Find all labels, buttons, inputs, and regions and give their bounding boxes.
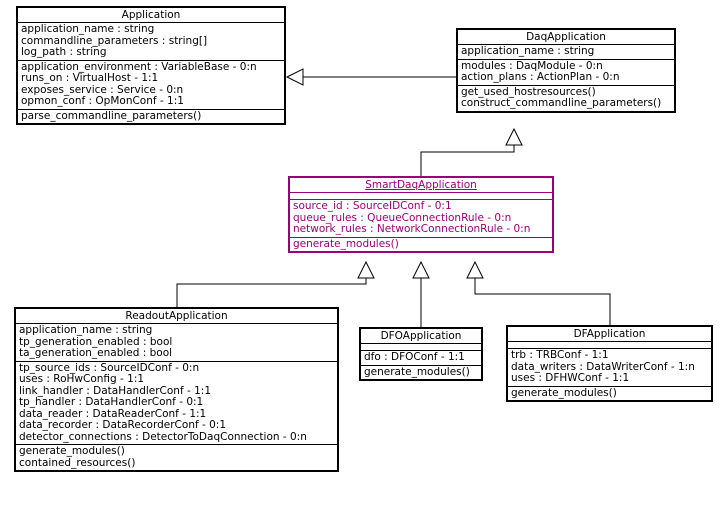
- class-dfo-application: DFOApplication dfo : DFOConf - 1:1 gener…: [359, 327, 483, 381]
- methods: parse_commandline_parameters(): [18, 110, 284, 124]
- member-row: tp_generation_enabled : bool: [19, 335, 173, 348]
- member-row: tp_source_ids : SourceIDConf - 0:n: [19, 361, 200, 374]
- class-name: ReadoutApplication: [16, 309, 337, 324]
- member-row: log_path : string: [21, 46, 107, 58]
- member-row: parse_commandline_parameters(): [21, 109, 202, 122]
- edge-df-to-smart: [474, 278, 611, 325]
- member-row: detector_connections : DetectorToDaqConn…: [19, 430, 307, 443]
- member-row: data_recorder : DataRecorderConf - 0:1: [19, 419, 227, 431]
- member-row: queue_rules : QueueConnectionRule - 0:n: [293, 211, 512, 224]
- attributes: [290, 193, 552, 200]
- attributes: application_name : string: [458, 45, 674, 60]
- member-row: generate_modules(): [19, 445, 125, 457]
- member-row: application_environment : VariableBase -…: [21, 60, 257, 73]
- member-row: uses : DFHWConf - 1:1: [511, 372, 630, 384]
- methods: generate_modules()contained_resources(): [16, 445, 337, 470]
- member-row: link_handler : DataHandlerConf - 1:1: [19, 384, 212, 397]
- member-row: runs_on : VirtualHost - 1:1: [21, 72, 159, 84]
- class-name: DFApplication: [508, 327, 711, 342]
- generalization-arrow-app: [285, 68, 304, 86]
- member-row: get_used_hostresources(): [461, 85, 596, 98]
- methods: generate_modules(): [361, 366, 481, 380]
- generalization-arrow-smart-1: [357, 260, 375, 279]
- member-row: tp_handler : DataHandlerConf - 0:1: [19, 396, 204, 408]
- class-name: Application: [18, 8, 284, 23]
- member-row: exposes_service : Service - 0:n: [21, 83, 184, 96]
- member-row: modules : DaqModule - 0:n: [461, 59, 603, 72]
- member-row: application_name : string: [21, 23, 155, 35]
- member-row: uses : RoHwConfig - 1:1: [19, 373, 145, 385]
- attributes: [361, 344, 481, 351]
- class-daq-application: DaqApplication application_name : string…: [456, 28, 676, 113]
- member-row: generate_modules(): [293, 237, 399, 250]
- class-smart-daq-application: SmartDaqApplication source_id : SourceID…: [288, 176, 554, 253]
- member-row: trb : TRBConf - 1:1: [511, 349, 609, 361]
- class-name: SmartDaqApplication: [290, 178, 552, 193]
- member-row: opmon_conf : OpMonConf - 1:1: [21, 95, 184, 107]
- attributes: [508, 342, 711, 349]
- member-row: generate_modules(): [511, 386, 617, 399]
- member-row: construct_commandline_parameters(): [461, 97, 662, 109]
- member-row: network_rules : NetworkConnectionRule - …: [293, 223, 531, 235]
- member-row: commandline_parameters : string[]: [21, 34, 208, 47]
- methods: generate_modules(): [290, 238, 552, 252]
- relations: application_environment : VariableBase -…: [18, 61, 284, 110]
- member-row: action_plans : ActionPlan - 0:n: [461, 71, 620, 83]
- member-row: data_writers : DataWriterConf - 1:n: [511, 360, 695, 373]
- generalization-arrow-daqapp: [505, 127, 523, 146]
- member-row: generate_modules(): [364, 365, 470, 378]
- member-row: contained_resources(): [19, 456, 136, 469]
- member-row: application_name : string: [19, 324, 153, 336]
- class-readout-application: ReadoutApplication application_name : st…: [14, 307, 339, 472]
- member-row: ta_generation_enabled : bool: [19, 347, 173, 359]
- edge-smart-to-daqapp: [420, 145, 515, 176]
- generalization-arrow-smart-2: [412, 260, 430, 279]
- methods: get_used_hostresources()construct_comman…: [458, 86, 674, 111]
- member-row: dfo : DFOConf - 1:1: [364, 351, 465, 363]
- class-name: DaqApplication: [458, 30, 674, 45]
- relations: dfo : DFOConf - 1:1: [361, 351, 481, 366]
- generalization-arrow-smart-3: [466, 260, 484, 279]
- member-row: data_reader : DataReaderConf - 1:1: [19, 407, 207, 420]
- member-row: application_name : string: [461, 45, 595, 57]
- edge-readout-to-smart: [176, 278, 367, 307]
- member-row: source_id : SourceIDConf - 0:1: [293, 200, 452, 212]
- methods: generate_modules(): [508, 387, 711, 401]
- class-name: DFOApplication: [361, 329, 481, 344]
